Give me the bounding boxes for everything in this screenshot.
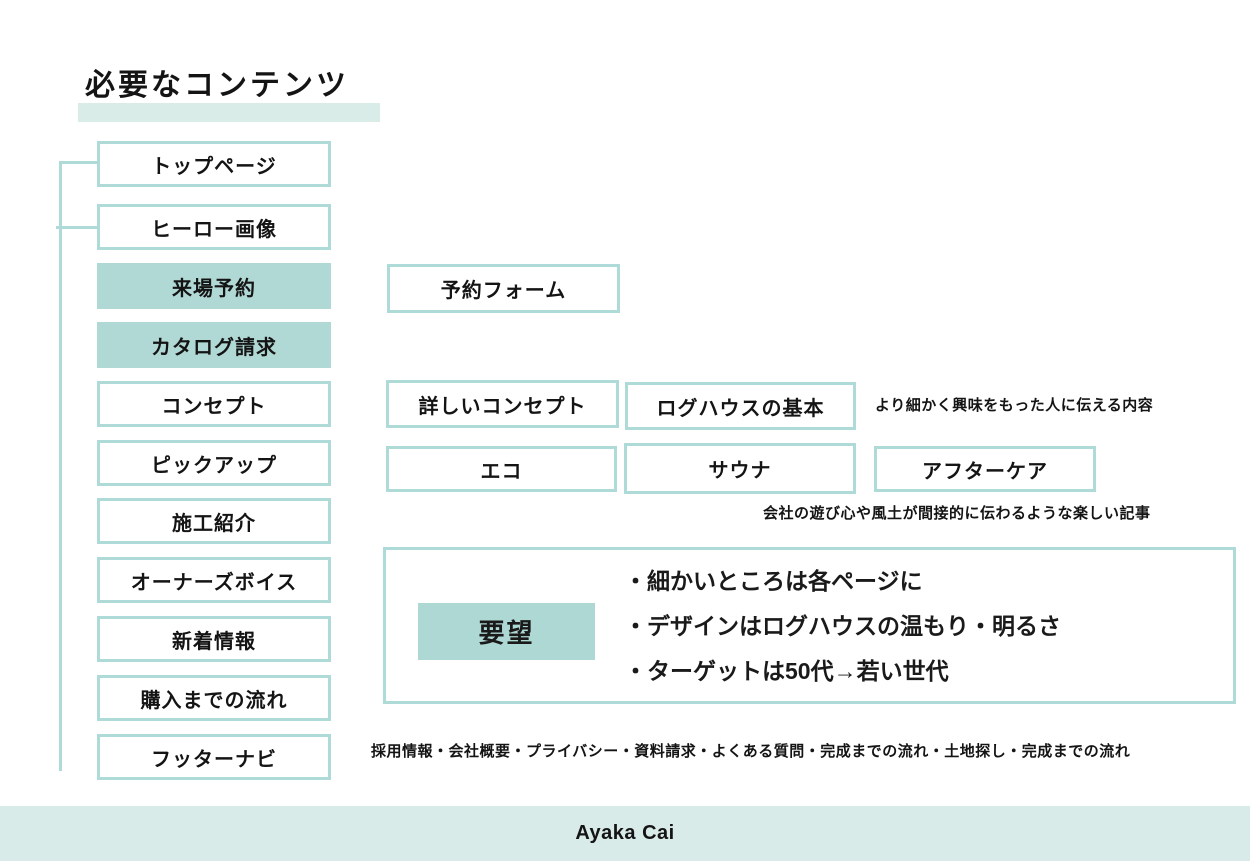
detail-node-concept-detail: 詳しいコンセプト	[386, 380, 619, 428]
title-highlight-bar	[78, 103, 380, 122]
tree-branch-top-page	[59, 161, 99, 164]
detail-node-aftercare: アフターケア	[874, 446, 1096, 492]
detail-node-eco: エコ	[386, 446, 617, 492]
sitemap-node-catalog-request: カタログ請求	[97, 322, 331, 368]
sitemap-node-construction-intro: 施工紹介	[97, 498, 331, 544]
page-title: 必要なコンテンツ	[85, 69, 349, 102]
detail-node-sauna: サウナ	[624, 443, 856, 494]
sitemap-node-footer-nav: フッターナビ	[97, 734, 331, 780]
topics-note: 会社の遊び心や風土が間接的に伝わるような楽しい記事	[763, 505, 1151, 522]
sitemap-node-hero-image: ヒーロー画像	[97, 204, 331, 250]
sitemap-node-purchase-flow: 購入までの流れ	[97, 675, 331, 721]
detail-node-loghouse-basics: ログハウスの基本	[625, 382, 856, 430]
sitemap-node-concept: コンセプト	[97, 381, 331, 427]
sitemap-node-owners-voice: オーナーズボイス	[97, 557, 331, 603]
requests-bullets: ・細かいところは各ページに ・デザインはログハウスの温もり・明るさ ・ターゲット…	[624, 559, 1061, 694]
requests-bullet-3: ・ターゲットは50代→若い世代	[624, 658, 949, 684]
concept-note: より細かく興味をもった人に伝える内容	[875, 397, 1154, 414]
requests-bullet-2: ・デザインはログハウスの温もり・明るさ	[624, 613, 1061, 639]
sitemap-node-news: 新着情報	[97, 616, 331, 662]
tree-trunk-line	[59, 161, 62, 771]
sitemap-node-visit-reservation: 来場予約	[97, 263, 331, 309]
footer-band: Ayaka Cai	[0, 806, 1250, 861]
requests-bullet-1: ・細かいところは各ページに	[624, 568, 923, 594]
footer-nav-note: 採用情報・会社概要・プライバシー・資料請求・よくある質問・完成までの流れ・土地探…	[371, 743, 1131, 760]
sitemap-node-pickup: ピックアップ	[97, 440, 331, 486]
sitemap-node-top-page: トップページ	[97, 141, 331, 187]
footer-author: Ayaka Cai	[575, 822, 675, 844]
detail-node-reservation-form: 予約フォーム	[387, 264, 620, 313]
tree-branch-hero-image	[56, 226, 99, 229]
requests-box: 要望 ・細かいところは各ページに ・デザインはログハウスの温もり・明るさ ・ター…	[383, 547, 1236, 704]
requests-label: 要望	[418, 603, 595, 660]
